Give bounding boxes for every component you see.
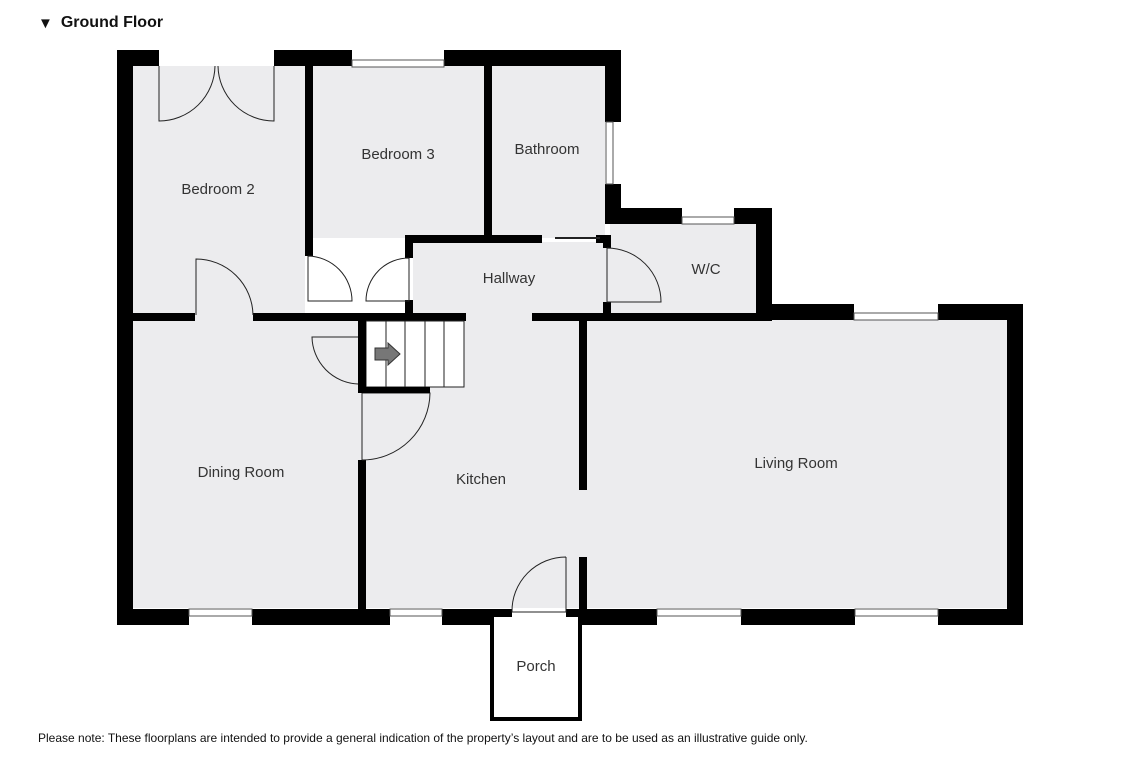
window-living-bottom-1 <box>656 608 742 617</box>
window-bedroom-3 <box>351 59 445 68</box>
label-bedroom-2: Bedroom 2 <box>181 181 254 198</box>
window-wc <box>681 216 735 225</box>
window-living-bottom-2 <box>854 608 939 617</box>
window-dining <box>188 608 253 617</box>
floor-header[interactable]: ▼ Ground Floor <box>38 14 163 32</box>
door-wc <box>606 247 662 303</box>
hallway-floor <box>413 242 610 320</box>
bedroom-2-floor <box>133 66 305 318</box>
doors <box>158 65 662 613</box>
triangle-down-icon: ▼ <box>38 14 53 32</box>
door-dining <box>361 392 431 461</box>
label-bedroom-3: Bedroom 3 <box>361 146 434 163</box>
label-wc: W/C <box>691 261 720 278</box>
porch <box>490 617 582 721</box>
bathroom-floor <box>491 66 605 238</box>
label-kitchen: Kitchen <box>456 471 506 488</box>
door-bedroom-3 <box>307 255 353 302</box>
walls <box>117 50 1023 625</box>
disclaimer-note: Please note: These floorplans are intend… <box>38 731 808 745</box>
living-floor <box>582 318 1007 608</box>
floor-fills <box>133 66 1007 608</box>
bedroom-3-floor <box>313 66 486 238</box>
label-living-room: Living Room <box>754 455 837 472</box>
windows <box>188 59 939 617</box>
door-bedroom-2 <box>195 258 254 316</box>
staircase <box>358 318 465 393</box>
label-bathroom: Bathroom <box>514 141 579 158</box>
label-dining-room: Dining Room <box>198 464 285 481</box>
room-labels: Bedroom 2 Bedroom 3 Bathroom Hallway W/C… <box>181 141 837 675</box>
label-porch: Porch <box>516 658 555 675</box>
door-bedroom-2-french-left <box>158 65 216 122</box>
label-hallway: Hallway <box>483 270 536 287</box>
stair-arrow-icon <box>374 341 401 367</box>
window-living-top <box>853 312 939 321</box>
door-hallway-left <box>365 257 410 302</box>
dining-floor <box>133 318 358 608</box>
door-bedroom-2-french-right <box>217 65 275 122</box>
wc-floor <box>610 223 757 313</box>
window-kitchen <box>389 608 443 617</box>
floor-title: Ground Floor <box>60 14 164 31</box>
door-porch <box>511 556 567 613</box>
door-under-stairs <box>311 336 359 385</box>
window-bathroom <box>605 121 614 185</box>
